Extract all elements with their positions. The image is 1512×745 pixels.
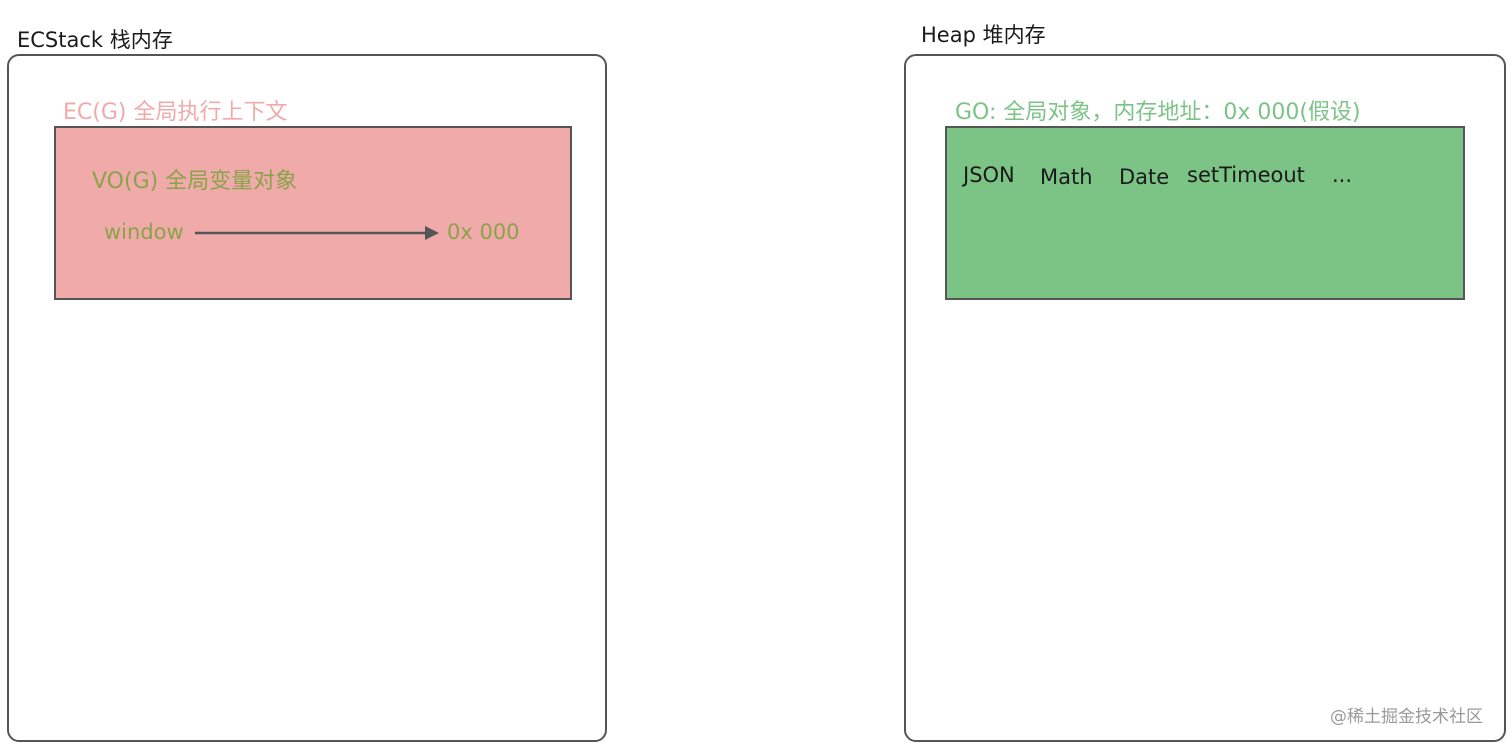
vo-global-label: VO(G) 全局变量对象 bbox=[92, 169, 298, 194]
go-box bbox=[945, 126, 1465, 300]
heap-item-date: Date bbox=[1119, 165, 1170, 189]
stack-title: ECStack 栈内存 bbox=[17, 28, 173, 52]
watermark: @稀土掘金技术社区 bbox=[1330, 707, 1483, 727]
heap-item-settimeout: setTimeout bbox=[1187, 163, 1305, 187]
heap-item-ellipsis: ... bbox=[1332, 163, 1353, 187]
ec-global-box bbox=[54, 126, 572, 300]
ec-global-label: EC(G) 全局执行上下文 bbox=[63, 100, 288, 125]
heap-item-math: Math bbox=[1040, 165, 1093, 189]
pointer-arrow bbox=[195, 226, 439, 240]
address-value: 0x 000 bbox=[447, 220, 520, 244]
window-variable: window bbox=[104, 220, 184, 244]
go-label: GO: 全局对象，内存地址：0x 000(假设) bbox=[955, 100, 1361, 125]
heap-item-json: JSON bbox=[963, 163, 1015, 187]
heap-title: Heap 堆内存 bbox=[921, 23, 1046, 47]
